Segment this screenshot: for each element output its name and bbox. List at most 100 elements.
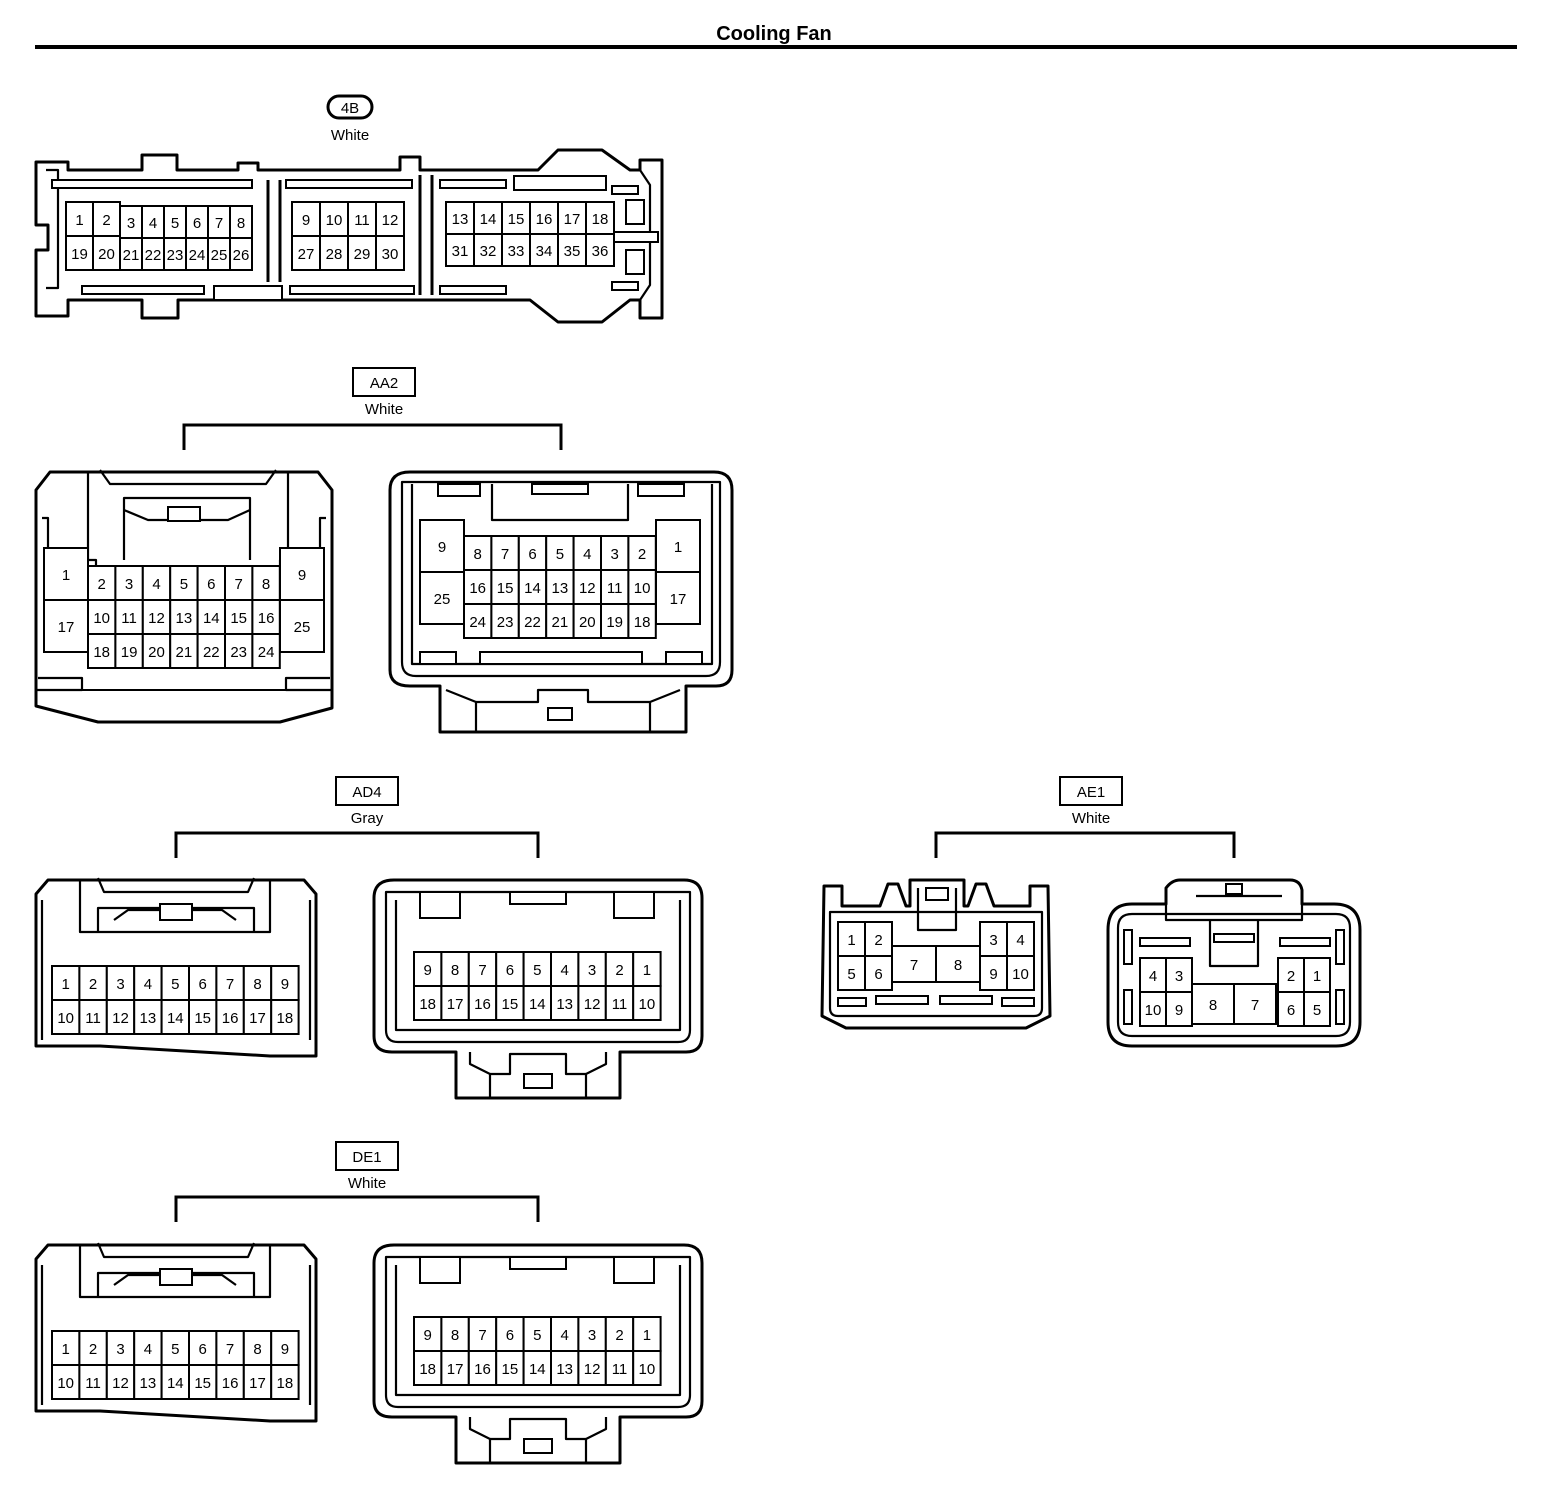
4b-pin-20: 20 <box>98 246 115 263</box>
aa2-right-pin-7: 7 <box>501 546 509 563</box>
4b-pin-9: 9 <box>302 212 310 229</box>
ad4-left-pin-18: 18 <box>277 1010 294 1027</box>
ad4-left-pin-18-cell <box>270 999 300 1035</box>
ae1-right-pin-4: 4 <box>1149 968 1157 985</box>
aa2-left-pin-16: 16 <box>258 610 275 627</box>
4b-pin-15: 15 <box>508 211 525 228</box>
aa2-left-pin-18: 18 <box>93 644 110 661</box>
4b-pin-28: 28 <box>326 246 343 263</box>
ae1-left-pin-7: 7 <box>910 957 918 974</box>
de1-right-pin-17-cell <box>440 1350 470 1386</box>
aa2-right-pin-16: 16 <box>469 580 486 597</box>
ae1-left-pin-4-cell <box>1006 921 1035 957</box>
de1-right-pin-11-cell <box>604 1350 635 1386</box>
ae1-right-pin-8: 8 <box>1209 997 1217 1014</box>
connector-ad4-left-body <box>34 877 318 1058</box>
ae1-left-pin-5-cell <box>837 955 866 991</box>
4b-pin-23: 23 <box>167 247 184 264</box>
aa2-right-pin-9-cell <box>419 519 465 573</box>
ad4-right-pin-6: 6 <box>506 962 514 979</box>
ad4-left-pin-3-cell <box>105 965 136 1001</box>
de1-right-pin-2: 2 <box>615 1327 623 1344</box>
connector-de1-code-badge <box>335 1141 399 1171</box>
ad4-right-pin-16: 16 <box>474 996 491 1013</box>
aa2-right-pin-22-cell <box>517 603 548 639</box>
connector-de1-code: DE1 <box>352 1149 381 1166</box>
aa2-left-pin-4: 4 <box>152 576 160 593</box>
de1-right-pin-12: 12 <box>584 1361 601 1378</box>
aa2-left-pin-6: 6 <box>207 576 215 593</box>
de1-left-pin-5: 5 <box>171 1341 179 1358</box>
connector-aa2-code-badge <box>352 367 416 397</box>
de1-left-pin-11-cell <box>78 1364 108 1400</box>
ae1-left-pin-8-cell <box>935 945 981 983</box>
4b-pin-19: 19 <box>71 246 88 263</box>
de1-right-pin-8: 8 <box>451 1327 459 1344</box>
de1-left-pin-18-cell <box>270 1364 300 1400</box>
connector-ae1-code: AE1 <box>1077 784 1105 801</box>
4b-pin-10: 10 <box>326 212 343 229</box>
de1-left-pin-1: 1 <box>62 1341 70 1358</box>
ae1-right-pin-10: 10 <box>1145 1002 1162 1019</box>
aa2-left-pin-13: 13 <box>176 610 193 627</box>
ad4-left-pin-10: 10 <box>57 1010 74 1027</box>
aa2-right-pin-21: 21 <box>552 614 569 631</box>
de1-right-pin-11: 11 <box>612 1361 628 1378</box>
aa2-right-pin-25-cell <box>419 571 465 625</box>
4b-pin-5: 5 <box>171 215 179 232</box>
connector-ae1-left-body <box>820 878 1052 1030</box>
4b-pin-13: 13 <box>452 211 469 228</box>
ad4-left-pin-8: 8 <box>253 976 261 993</box>
de1-right-pin-9: 9 <box>424 1327 432 1344</box>
ad4-left-pin-6: 6 <box>199 976 207 993</box>
de1-left-pin-15-cell <box>188 1364 218 1400</box>
aa2-left-pin-12-cell <box>141 599 172 635</box>
connector-aa2-right-body <box>388 470 734 734</box>
de1-right-pin-18: 18 <box>419 1361 436 1378</box>
aa2-left-pin-8: 8 <box>262 576 270 593</box>
aa2-left-pin-9-cell <box>279 547 325 601</box>
ad4-left-pin-7: 7 <box>226 976 234 993</box>
de1-left-pin-18: 18 <box>277 1375 294 1392</box>
ad4-left-pin-14-cell <box>160 999 191 1035</box>
4b-pin-1: 1 <box>75 212 83 229</box>
4b-pin-36-cell <box>585 233 615 267</box>
4b-pin-22: 22 <box>145 247 162 264</box>
connector-ae1-right-body <box>1106 878 1362 1048</box>
ae1-right-pin-9: 9 <box>1175 1002 1183 1019</box>
aa2-left-pin-20: 20 <box>148 644 165 661</box>
aa2-left-pin-24: 24 <box>258 644 275 661</box>
ad4-right-pin-15: 15 <box>502 996 519 1013</box>
aa2-left-pin-22: 22 <box>203 644 220 661</box>
aa2-left-pin-5: 5 <box>180 576 188 593</box>
4b-pin-3: 3 <box>127 215 135 232</box>
de1-right-pin-2-cell <box>604 1316 635 1352</box>
ad4-left-pin-4-cell <box>133 965 163 1001</box>
ae1-right-pin-7: 7 <box>1251 997 1259 1014</box>
de1-left-pin-4: 4 <box>144 1341 152 1358</box>
4b-pin-11: 11 <box>354 212 370 229</box>
ad4-left-pin-12-cell <box>105 999 136 1035</box>
de1-left-pin-12-cell <box>105 1364 136 1400</box>
aa2-left-pin-17: 17 <box>58 619 75 636</box>
de1-right-pin-15: 15 <box>502 1361 519 1378</box>
aa2-left-pin-11: 11 <box>121 610 137 627</box>
ad4-right-pin-12: 12 <box>584 996 601 1013</box>
connector-de1-right-body <box>372 1243 704 1465</box>
ad4-left-pin-10-cell <box>51 999 81 1035</box>
connector-aa2-bracket <box>182 423 563 450</box>
ad4-right-pin-1: 1 <box>643 962 651 979</box>
ad4-right-pin-9: 9 <box>424 962 432 979</box>
aa2-left-pin-9: 9 <box>298 567 306 584</box>
4b-pin-30-cell <box>375 235 405 271</box>
aa2-left-pin-2: 2 <box>98 576 106 593</box>
aa2-right-pin-23: 23 <box>497 614 514 631</box>
4b-pin-27: 27 <box>298 246 315 263</box>
ae1-right-pin-5: 5 <box>1313 1002 1321 1019</box>
ad4-left-pin-15: 15 <box>194 1010 211 1027</box>
ad4-right-pin-3: 3 <box>588 962 596 979</box>
